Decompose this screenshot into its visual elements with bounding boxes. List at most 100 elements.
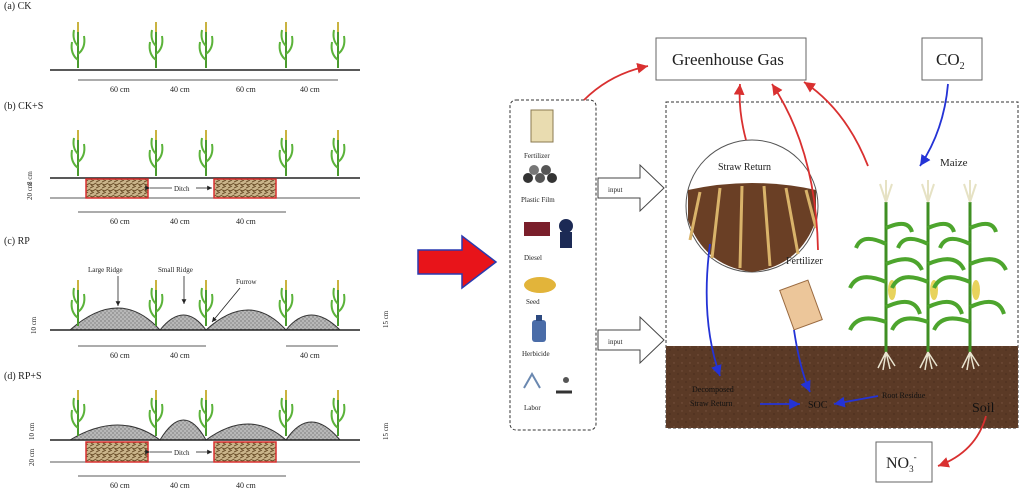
plant-icon	[278, 129, 294, 177]
herbicide-bottle-icon	[532, 320, 546, 342]
plant-icon	[198, 129, 214, 177]
maize-plant-icon	[890, 178, 966, 372]
soil-layer	[666, 346, 1018, 428]
panel-d-label: (d) RP+S	[4, 371, 42, 382]
fertilizer-label: Fertilizer	[786, 256, 823, 267]
pointer-arrow	[211, 287, 241, 323]
plant-icon	[70, 389, 86, 437]
fertilizer-bag-icon	[530, 109, 554, 143]
seed-icon	[524, 277, 556, 293]
height-label: 10 cm	[30, 316, 38, 334]
plant-icon	[70, 21, 86, 69]
input-item: Diesel	[524, 254, 542, 262]
plant-icon	[278, 21, 294, 69]
panel-b-label: (b) CK+S	[4, 101, 43, 112]
leaching-arrow	[937, 415, 987, 468]
furrow-label: Furrow	[236, 278, 258, 286]
maize-label: Maize	[940, 157, 968, 169]
dim-label: 40 cm	[170, 217, 191, 226]
straw-ditch	[85, 441, 149, 463]
dim-label: 60 cm	[236, 85, 257, 94]
dim-label: 60 cm	[110, 217, 131, 226]
dim-label: 40 cm	[170, 85, 191, 94]
straw-ditch	[85, 178, 149, 199]
height-label: 15 cm	[382, 310, 390, 328]
emission-arrow	[803, 81, 869, 167]
fertilizer-bag: Fertilizer	[779, 256, 823, 331]
height-label: 10 cm	[28, 422, 36, 440]
no3-label: NO3-	[886, 452, 917, 474]
transition-arrow	[417, 234, 498, 290]
panel-a-label: (a) CK	[4, 1, 32, 12]
input-arrow-label: input	[608, 338, 622, 346]
soc-label: SOC	[808, 400, 828, 411]
panel-d: (d) RP+S Ditch 10 cm 20 cm 15 cm 60 cm 4…	[4, 371, 390, 490]
input-arrow-top: input	[597, 163, 665, 213]
plant-icon	[198, 21, 214, 69]
plant-icon	[148, 21, 164, 69]
depth-label: 20 cm	[28, 448, 36, 466]
dim-label: 40 cm	[300, 85, 321, 94]
dim-label: 60 cm	[110, 85, 131, 94]
dim-label: 40 cm	[170, 351, 191, 360]
inputs-box: Fertilizer Plastic Film Diesel Seed Herb…	[509, 99, 597, 431]
emission-arrow	[733, 83, 747, 141]
straw-ditch	[213, 441, 277, 463]
panel-c: (c) RP Large Ridge Small Ridge Furrow 10…	[4, 236, 390, 360]
dim-label: 60 cm	[110, 351, 131, 360]
depth-small-label: 8 cm	[26, 171, 34, 185]
input-arrow-label: input	[608, 186, 622, 194]
ditch-label: Ditch	[174, 449, 190, 457]
straw-return-circle: Straw Return	[685, 139, 819, 273]
plant-icon	[330, 279, 346, 327]
input-arrow-bottom: input	[597, 315, 665, 365]
system-border	[665, 101, 1019, 429]
plant-icon	[148, 129, 164, 177]
emission-arrow	[771, 83, 819, 251]
input-item: Plastic Film	[521, 196, 555, 204]
co2-box	[921, 37, 983, 81]
co2-label: CO2	[936, 50, 965, 72]
panel-a: (a) CK 60 cm 40 cm 60 cm 40 cm	[4, 1, 360, 94]
height-label: 15 cm	[382, 422, 390, 440]
dim-label: 40 cm	[236, 217, 257, 226]
plant-icon	[198, 279, 214, 327]
dim-label: 40 cm	[170, 481, 191, 490]
no3-box	[875, 441, 933, 483]
fertilizer-to-soc-arrow	[793, 329, 811, 393]
ditch-label: Ditch	[174, 185, 190, 193]
maize-plant-icon	[848, 178, 924, 372]
depth-label: 20 cm	[26, 182, 34, 200]
plant-icon	[148, 279, 164, 327]
plant-icon	[70, 279, 86, 327]
plant-icon	[278, 279, 294, 327]
co2-uptake-arrow	[919, 83, 949, 167]
greenhouse-gas-box	[655, 37, 807, 81]
input-item: Seed	[526, 298, 540, 306]
emission-arrow	[583, 62, 649, 101]
input-item: Herbicide	[522, 350, 550, 358]
dim-label: 60 cm	[110, 481, 131, 490]
plant-icon	[330, 129, 346, 177]
maize-plant-icon	[932, 178, 1008, 372]
inputs-border	[509, 99, 597, 431]
labor-icon	[523, 371, 541, 389]
panel-b: (b) CK+S Ditch 20 cm 8 cm 60 cm 40 cm 40…	[4, 101, 360, 226]
soil-label: Soil	[972, 401, 995, 416]
input-item: Labor	[524, 404, 541, 412]
plant-icon	[278, 389, 294, 437]
plant-icon	[198, 389, 214, 437]
large-ridge-label: Large Ridge	[88, 266, 123, 274]
decomposed-label: Decomposed	[692, 385, 734, 394]
plant-icon	[70, 129, 86, 177]
plant-icon	[148, 389, 164, 437]
root-residue-label: Root Residue	[882, 391, 926, 400]
plant-icon	[330, 21, 346, 69]
diesel-machine-icon	[524, 222, 550, 236]
greenhouse-gas-label: Greenhouse Gas	[672, 50, 784, 69]
dim-label: 40 cm	[300, 351, 321, 360]
straw-ditch	[213, 178, 277, 199]
small-ridge-label: Small Ridge	[158, 266, 193, 274]
input-item: Fertilizer	[524, 152, 550, 160]
